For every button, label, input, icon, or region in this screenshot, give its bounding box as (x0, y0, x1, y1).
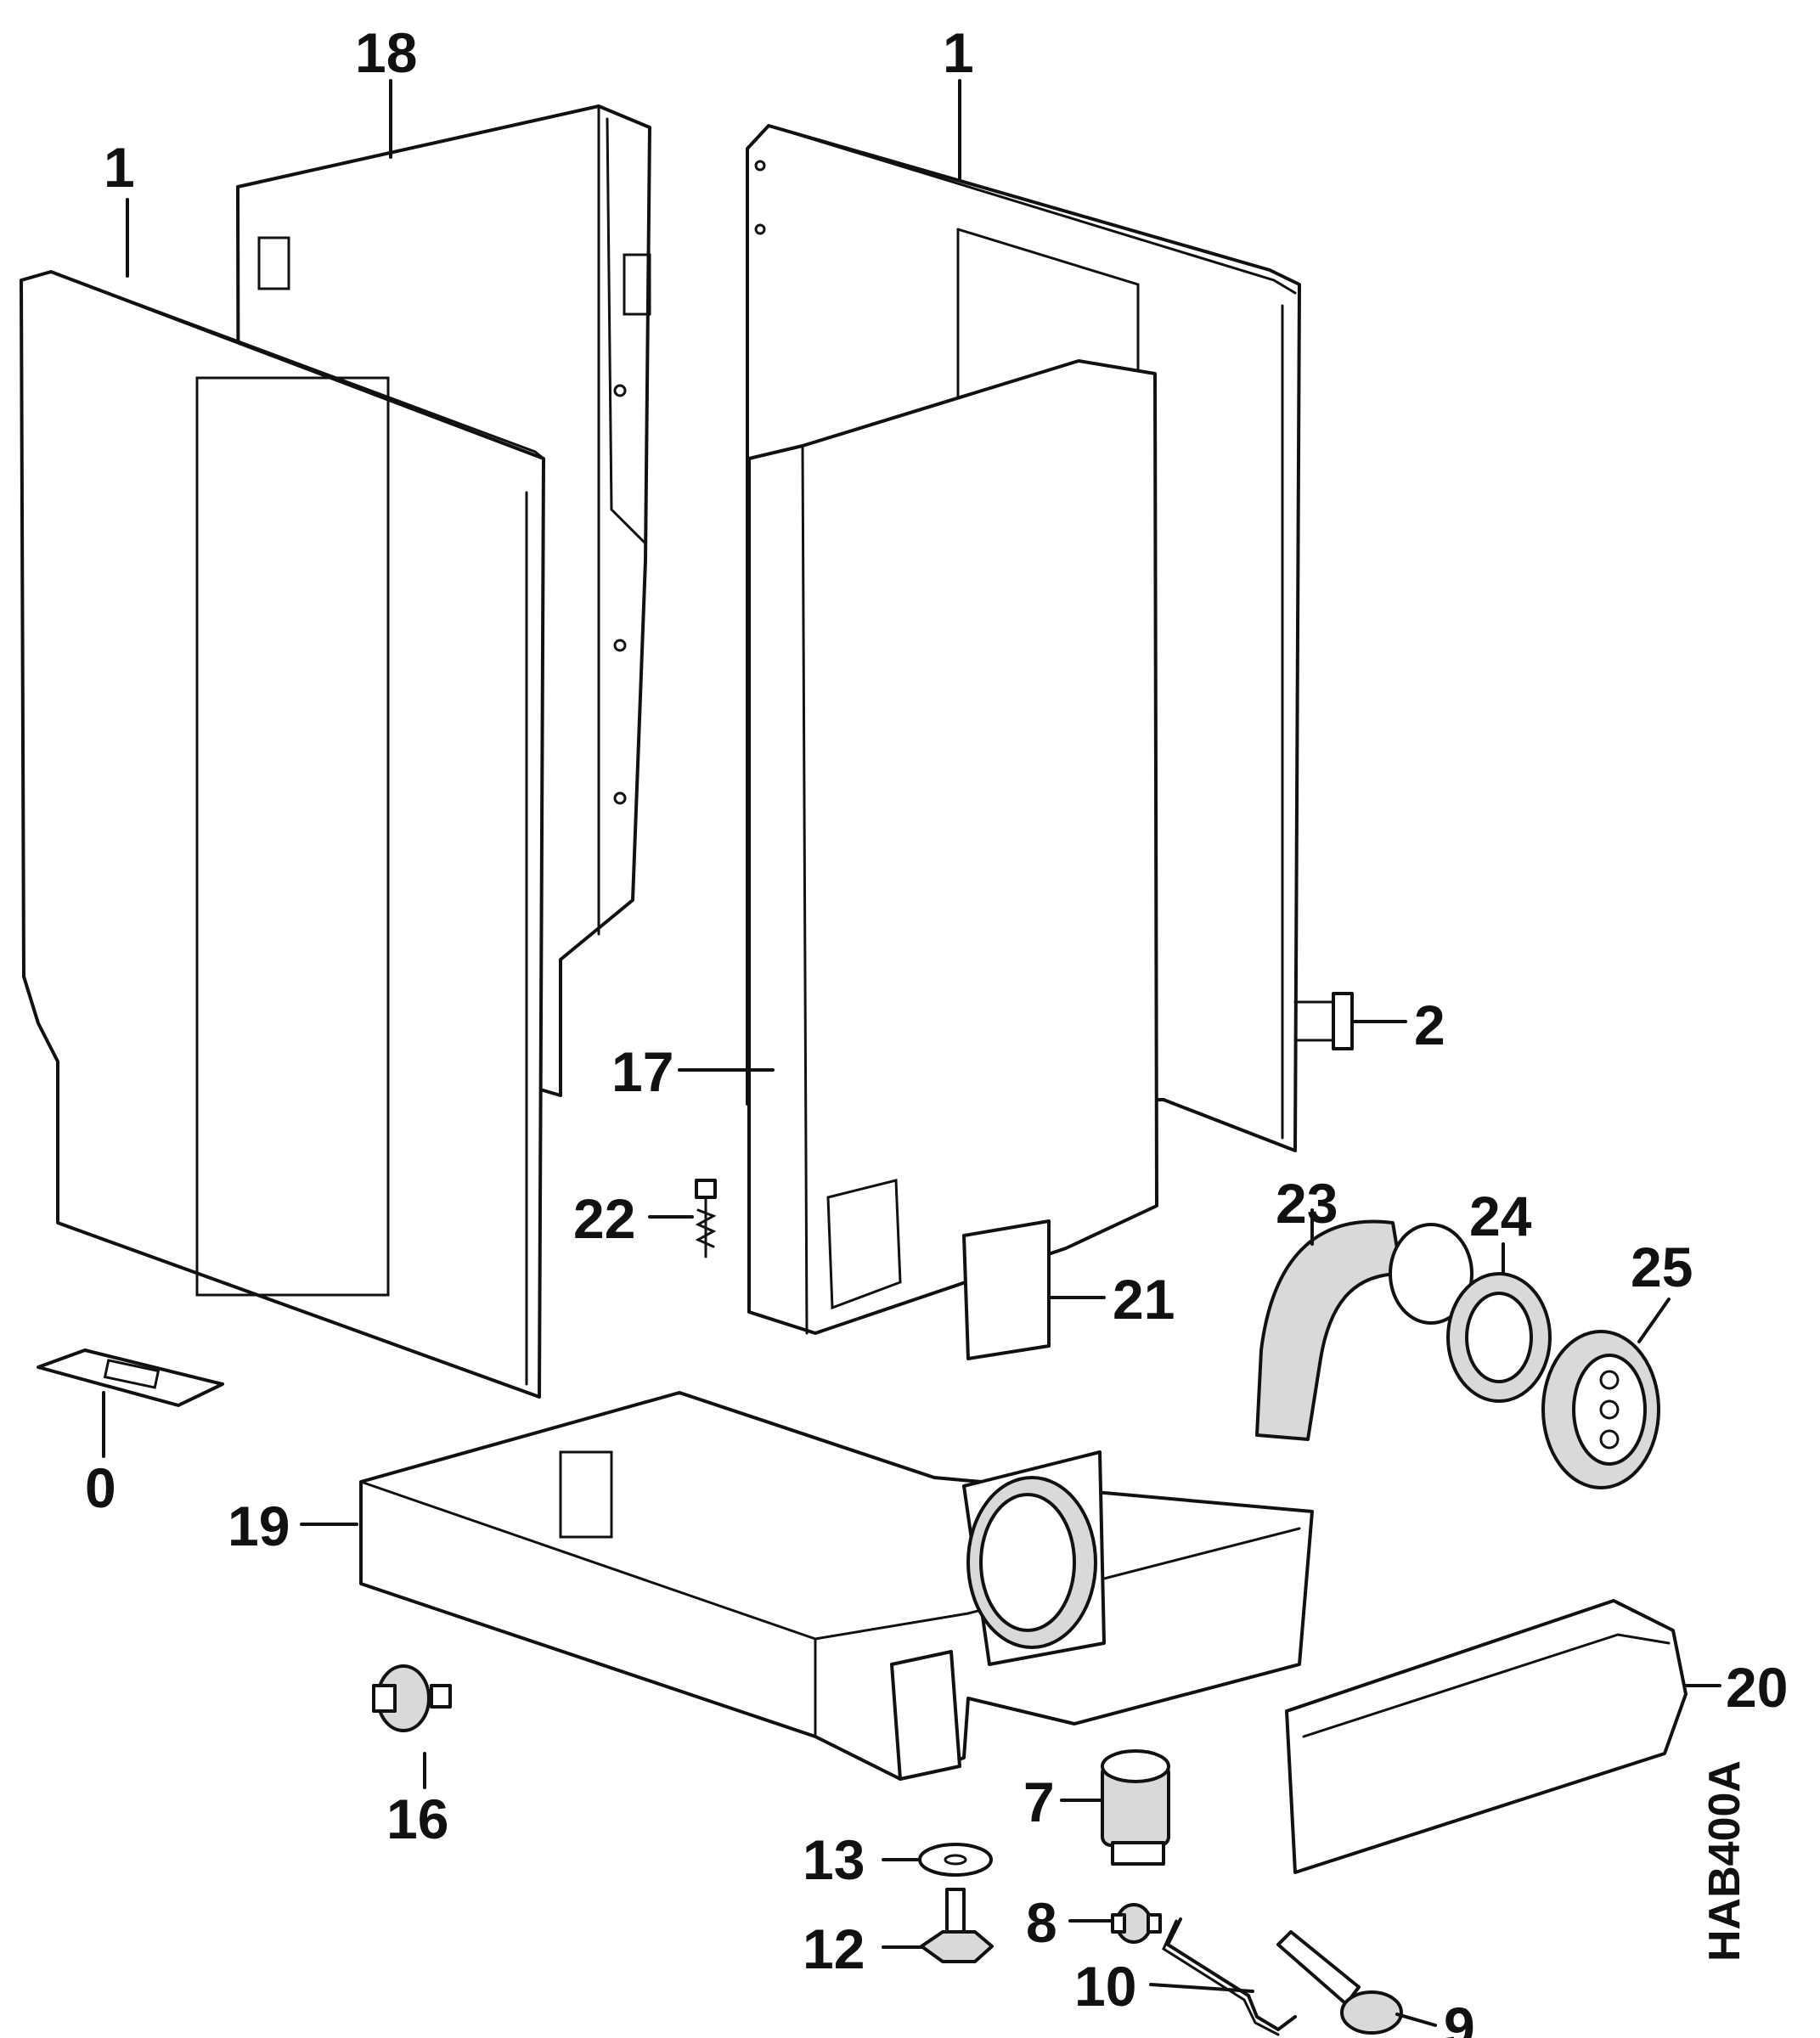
callout-1-right: 1 (943, 21, 974, 84)
callout-labels: 1 18 1 2 17 22 21 23 24 25 0 19 20 16 7 … (85, 21, 1788, 2038)
callout-7: 7 (1023, 1771, 1055, 1833)
part-7-foot (1101, 1749, 1170, 1866)
part-20-front-skirt (1285, 1599, 1688, 1874)
callout-17: 17 (611, 1040, 673, 1103)
part-9-lever (1276, 1930, 1403, 2035)
callout-10: 10 (1074, 1955, 1136, 2018)
callout-16: 16 (386, 1787, 448, 1850)
part-12-adjustable-foot (920, 1888, 994, 1963)
callout-13: 13 (803, 1828, 865, 1891)
part-24-ring (1446, 1272, 1552, 1403)
part-19-base-frame (359, 1391, 1314, 1781)
callout-21: 21 (1113, 1268, 1175, 1331)
callout-12: 12 (803, 1917, 865, 1980)
part-10-wire-rod (1162, 1917, 1297, 2036)
part-17-front-panel (747, 359, 1158, 1335)
callout-23: 23 (1276, 1172, 1338, 1235)
part-0-label (37, 1348, 224, 1407)
callout-8: 8 (1026, 1891, 1057, 1954)
part-13-washer (918, 1843, 993, 1877)
callout-24: 24 (1469, 1185, 1532, 1247)
part-1-left-side-panel (20, 270, 545, 1399)
part-25-cap (1541, 1330, 1660, 1489)
callout-9: 9 (1444, 1996, 1475, 2038)
callout-2: 2 (1414, 994, 1445, 1056)
leader-lines (102, 79, 1721, 2027)
callout-1-left: 1 (104, 136, 135, 199)
part-2-clip (1293, 992, 1354, 1050)
callout-18: 18 (355, 21, 417, 84)
callout-25: 25 (1631, 1236, 1693, 1298)
part-21-plate (962, 1219, 1051, 1360)
callout-0: 0 (85, 1456, 116, 1519)
callout-19: 19 (228, 1495, 290, 1557)
part-8-small-roller (1111, 1903, 1162, 1944)
part-22-screw (695, 1179, 717, 1258)
part-23-hose (1255, 1219, 1473, 1441)
callout-22: 22 (573, 1187, 635, 1250)
callout-20: 20 (1726, 1656, 1788, 1719)
diagram-code: HAB400A (1700, 1760, 1750, 1962)
part-16-roller (372, 1664, 452, 1732)
